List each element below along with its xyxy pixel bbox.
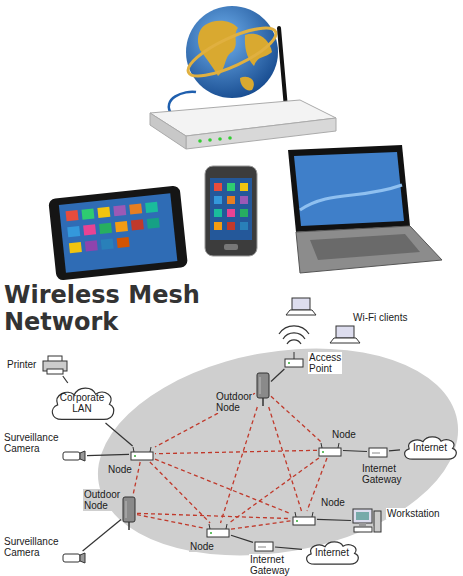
wired-link	[343, 451, 367, 452]
gateway-icon: Internet Gateway	[254, 540, 274, 552]
outdoor-node-icon-shape	[256, 372, 270, 406]
camera-icon-shape-shape	[63, 451, 85, 461]
node-label: Internet Gateway	[249, 554, 290, 576]
gateway-icon: Internet Gateway	[368, 446, 388, 458]
node-label: Outdoor Node	[215, 391, 253, 413]
mesh-region	[81, 322, 463, 576]
router	[150, 28, 336, 149]
mesh-link	[231, 521, 291, 529]
mesh-node-icon-shape-shape	[319, 443, 341, 456]
network-cloud: Corporate LAN	[48, 384, 117, 422]
camera-icon-shape-shape	[63, 553, 85, 563]
mesh-node-icon: Node	[206, 524, 230, 538]
node-label: Outdoor Node	[83, 489, 121, 511]
free-label: Wi-Fi clients	[352, 312, 408, 323]
mesh-node-icon-shape	[318, 443, 342, 457]
outdoor-node-icon: Outdoor Node	[122, 496, 136, 530]
phone	[205, 166, 257, 256]
printer-icon-shape-shape	[43, 356, 67, 374]
laptop-client	[286, 298, 360, 343]
camera-icon: Surveillance Camera	[62, 450, 86, 462]
mesh-node-icon-shape-shape	[131, 447, 153, 460]
laptop	[288, 145, 442, 273]
mesh-node-icon: Node	[292, 512, 316, 526]
mesh-link	[155, 459, 291, 514]
node-label: Node	[320, 497, 346, 508]
printer-icon: Printer	[42, 355, 68, 375]
wired-link	[275, 547, 302, 549]
camera-icon: Surveillance Camera	[62, 552, 86, 564]
wired-link	[231, 535, 253, 542]
diagram-title: Wireless Mesh Network	[4, 282, 209, 336]
wired-link	[106, 423, 133, 446]
access-point-icon-shape-shape	[285, 352, 303, 367]
gateway-icon-shape	[368, 446, 388, 458]
node-label: Workstation	[386, 508, 441, 519]
outdoor-node-icon: Outdoor Node	[256, 372, 270, 406]
mesh-link	[269, 407, 302, 511]
cloud-shape-shape	[405, 436, 457, 458]
workstation-icon: Workstation	[352, 508, 382, 534]
network-cloud: Internet	[401, 434, 459, 461]
globe	[183, 6, 282, 98]
camera-icon-shape	[62, 552, 86, 564]
mesh-link	[155, 450, 317, 453]
mesh-node-icon-shape-shape	[207, 524, 229, 537]
mesh-link	[271, 396, 321, 442]
cloud-shape-shape	[52, 388, 113, 419]
workstation-icon-shape	[352, 508, 382, 534]
wired-link	[271, 369, 284, 382]
gateway-icon-shape-shape	[255, 542, 273, 551]
node-label: Internet	[315, 547, 349, 558]
mesh-node-icon-shape	[130, 447, 154, 461]
node-label: Access Point	[308, 352, 342, 374]
node-label: Printer	[6, 359, 37, 370]
camera-icon-shape	[62, 450, 86, 462]
mesh-link	[229, 458, 319, 523]
mesh-link	[133, 462, 140, 495]
outdoor-node-icon-shape-shape	[257, 373, 269, 406]
tablet	[48, 185, 188, 280]
gateway-icon-shape-shape	[369, 448, 387, 457]
node-label: Internet	[413, 442, 447, 453]
network-cloud: Internet	[303, 539, 361, 566]
access-point-icon-shape	[284, 352, 304, 368]
outdoor-node-icon-shape-shape	[123, 497, 135, 530]
gateway-icon-shape	[254, 540, 274, 552]
node-label: Surveillance Camera	[3, 432, 59, 454]
outdoor-node-icon-shape	[122, 496, 136, 530]
node-label: Surveillance Camera	[3, 536, 59, 558]
node-label: Corporate LAN	[60, 392, 104, 414]
mesh-node-icon-shape	[206, 524, 230, 538]
node-label: Internet Gateway	[361, 463, 402, 485]
access-point-icon: Access Point	[284, 352, 304, 368]
mesh-node-icon-shape-shape	[293, 512, 315, 525]
wifi-signal	[279, 326, 309, 344]
mesh-link	[137, 513, 291, 518]
wired-link	[389, 450, 400, 451]
node-label: Node	[331, 429, 357, 440]
wired-link	[63, 376, 68, 383]
mesh-node-icon-shape	[292, 512, 316, 526]
wired-link	[83, 520, 121, 552]
wired-link	[87, 454, 129, 455]
node-label: Node	[189, 541, 215, 552]
mesh-node-icon: Node	[318, 443, 342, 457]
mesh-node-icon: Node	[130, 447, 154, 461]
mesh-link	[221, 407, 258, 523]
workstation-icon-shape-shape	[353, 509, 381, 532]
printer-icon-shape	[42, 355, 68, 375]
mesh-link	[137, 515, 205, 529]
node-label: Node	[107, 464, 133, 475]
wired-link	[317, 519, 351, 520]
cloud-shape-shape	[307, 541, 359, 563]
